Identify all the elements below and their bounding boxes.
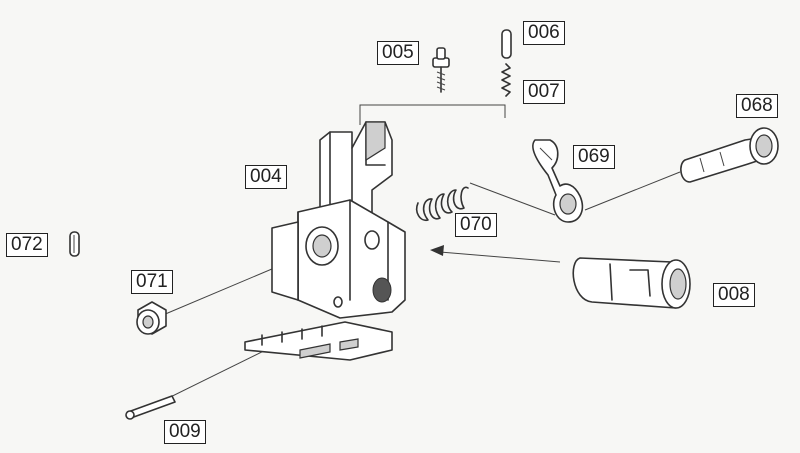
front-sight-post-drawing bbox=[432, 47, 450, 93]
retaining-ring-drawing bbox=[532, 139, 584, 223]
gas-plug-drawing bbox=[572, 257, 691, 309]
part-label-072[interactable]: 072 bbox=[6, 233, 48, 257]
cleaning-rod-stop-drawing bbox=[680, 127, 779, 183]
lock-nut-drawing bbox=[136, 301, 167, 335]
part-label-005[interactable]: 005 bbox=[377, 41, 419, 65]
detent-pin-and-spring-drawing bbox=[501, 29, 512, 97]
part-label-068[interactable]: 068 bbox=[736, 94, 778, 118]
bayonet-lug-pin-drawing bbox=[125, 395, 176, 420]
part-label-006[interactable]: 006 bbox=[523, 21, 565, 45]
part-label-071[interactable]: 071 bbox=[131, 270, 173, 294]
part-label-007[interactable]: 007 bbox=[523, 80, 565, 104]
front-sight-base-drawing bbox=[244, 121, 406, 361]
part-label-069[interactable]: 069 bbox=[573, 145, 615, 169]
part-label-008[interactable]: 008 bbox=[713, 283, 755, 307]
part-label-070[interactable]: 070 bbox=[455, 213, 497, 237]
part-label-009[interactable]: 009 bbox=[164, 420, 206, 444]
roll-pin-drawing bbox=[69, 231, 80, 257]
coil-spring-drawing bbox=[415, 186, 469, 222]
part-label-004[interactable]: 004 bbox=[245, 165, 287, 189]
